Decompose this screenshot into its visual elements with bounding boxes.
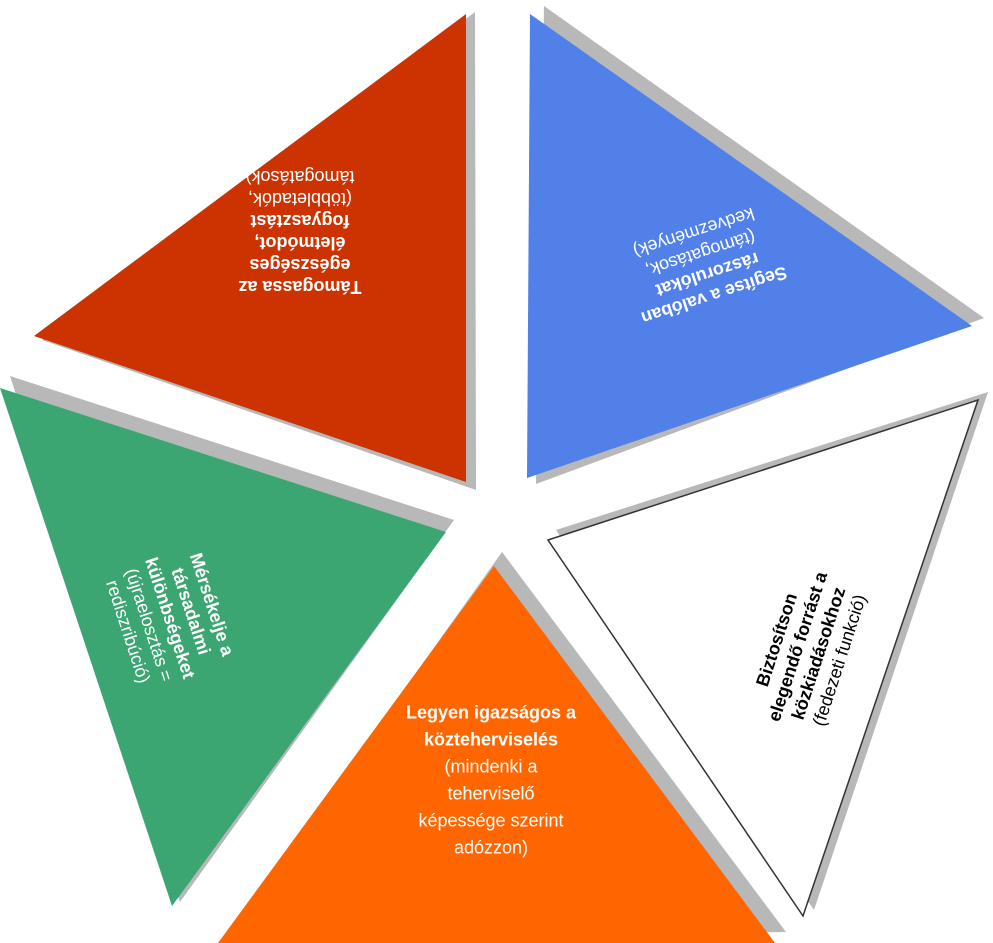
top-left-detail-line: támogatások) bbox=[245, 167, 354, 187]
segment-right: Biztosítsonelegendő forrást aközkiadások… bbox=[546, 392, 988, 918]
bottom-title-line: közteherviselés bbox=[424, 730, 558, 750]
bottom-title-line: Legyen igazságos a bbox=[406, 703, 577, 723]
segment-left: Mérsékelje atársadalmikülönbségeket(újra… bbox=[0, 376, 454, 906]
top-left-title-line: Támogassa az bbox=[238, 277, 361, 297]
segment-top-left-shape bbox=[34, 14, 466, 482]
segment-left-shape bbox=[0, 388, 446, 906]
bottom-detail-line: (mindenki a bbox=[444, 757, 538, 777]
top-left-title-line: életmódot, bbox=[254, 233, 345, 253]
bottom-detail-line: képessége szerint bbox=[418, 811, 563, 831]
segment-top-left-label: Támogassa azegészségeséletmódot,fogyaszt… bbox=[238, 167, 361, 297]
top-left-detail-line: (többletadók, bbox=[248, 189, 352, 209]
segment-right-shape bbox=[546, 398, 980, 918]
segment-bottom-shape bbox=[218, 566, 775, 943]
top-left-title-line: egészséges bbox=[249, 255, 350, 275]
bottom-detail-line: teherviselő bbox=[447, 784, 534, 804]
bottom-detail-line: adózzon) bbox=[454, 838, 528, 858]
segment-bottom: Legyen igazságos a közteherviselés (minden… bbox=[218, 552, 786, 943]
segment-bottom-label: Legyen igazságos a közteherviselés (minden… bbox=[406, 703, 577, 858]
top-left-title-line: fogyasztást bbox=[250, 211, 349, 231]
segment-top-left: Támogassa azegészségeséletmódot,fogyaszt… bbox=[34, 12, 476, 490]
svg-text:Támogassa azegészségeséletmódo: Támogassa azegészségeséletmódot,fogyaszt… bbox=[238, 167, 361, 297]
svg-text:Mérsékelje atársadalmikülönbsé: Mérsékelje atársadalmikülönbségeket(újra… bbox=[99, 541, 241, 694]
segment-top-right-shape bbox=[527, 14, 972, 478]
segment-top-right: Segítse a valóbanrászorulókat(támogatáso… bbox=[527, 6, 984, 484]
segment-left-label: Mérsékelje atársadalmikülönbségeket(újra… bbox=[99, 541, 241, 694]
